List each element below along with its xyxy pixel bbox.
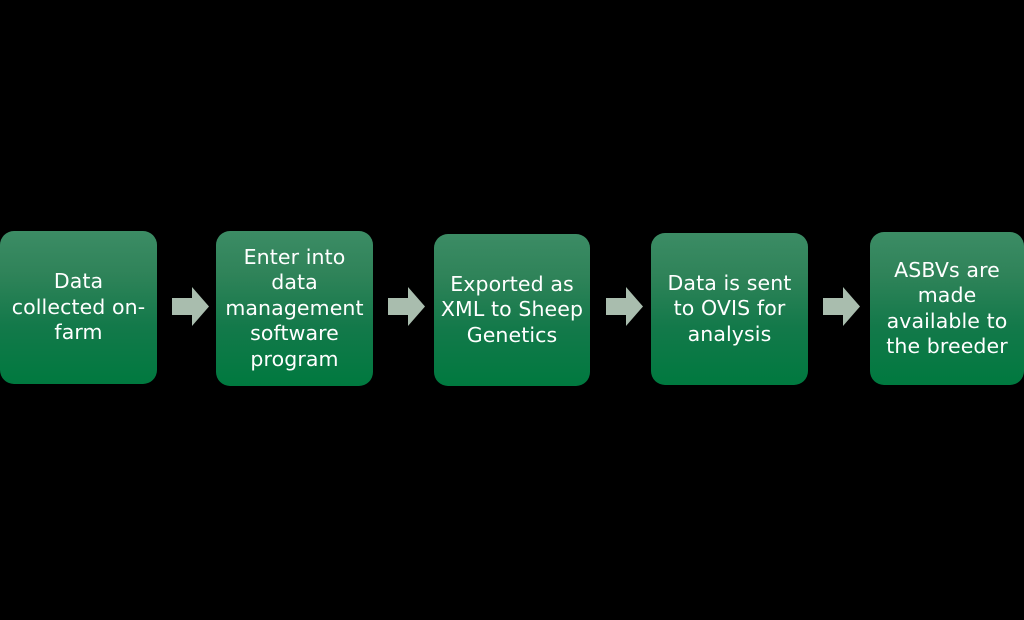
- process-step-4[interactable]: Data is sent to OVIS for analysis: [651, 233, 808, 385]
- right-arrow-icon-4: [823, 287, 860, 326]
- process-step-1[interactable]: Data collected on- farm: [0, 231, 157, 384]
- process-step-3-label: Exported as XML to Sheep Genetics: [440, 271, 584, 347]
- process-step-1-label: Data collected on- farm: [11, 269, 146, 345]
- process-step-2-label: Enter into data management software prog…: [225, 244, 364, 371]
- right-arrow-icon-1: [172, 287, 209, 326]
- process-step-5[interactable]: ASBVs are made available to the breeder: [870, 232, 1024, 385]
- process-step-2[interactable]: Enter into data management software prog…: [216, 231, 373, 386]
- right-arrow-icon-3: [606, 287, 643, 326]
- process-step-3[interactable]: Exported as XML to Sheep Genetics: [434, 234, 590, 386]
- right-arrow-icon-2: [388, 287, 425, 326]
- process-step-4-label: Data is sent to OVIS for analysis: [667, 270, 792, 346]
- process-step-5-label: ASBVs are made available to the breeder: [886, 257, 1008, 359]
- process-flow-row: Data collected on- farm Enter into data …: [0, 231, 1024, 387]
